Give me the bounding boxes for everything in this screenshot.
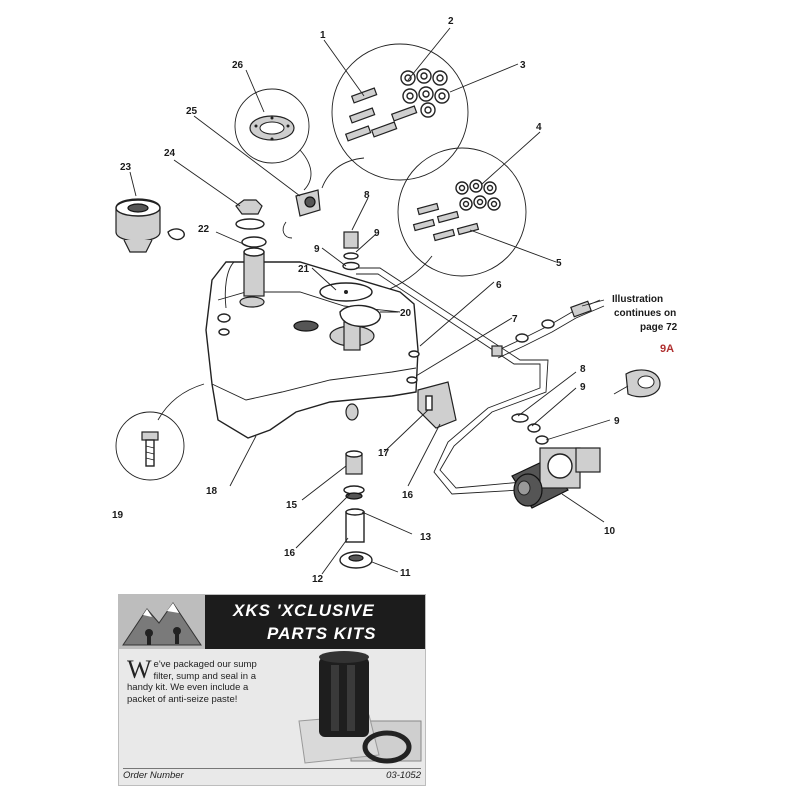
arrow-gasket-to-tank — [299, 149, 312, 191]
cap-part-24 — [235, 199, 265, 230]
callout-20: 20 — [400, 308, 412, 319]
callout-23: 23 — [120, 162, 132, 173]
detail-circle-bolts-washers — [331, 43, 469, 181]
callout-10: 10 — [604, 526, 616, 537]
breather-cap-part-23 — [115, 198, 185, 253]
callout-13: 13 — [420, 532, 432, 543]
filler-neck-part-22 — [224, 236, 267, 309]
order-number-label: Order Number — [123, 770, 184, 781]
callout-16-right: 16 — [402, 490, 414, 501]
arrow-bolt-to-tank — [157, 383, 205, 421]
promo-logo-image — [119, 595, 205, 649]
promo-title-line2: PARTS KITS — [267, 624, 377, 643]
arrow-bolts-to-tank — [321, 157, 365, 189]
callout-17: 17 — [378, 448, 390, 459]
continuation-note-line3: page 72 — [640, 322, 678, 333]
detail-circle-small-bolts — [397, 147, 527, 277]
callout-22: 22 — [198, 224, 210, 235]
clip-part-9A — [613, 369, 661, 398]
callout-18: 18 — [206, 486, 218, 497]
fuel-pump-part-10 — [511, 447, 601, 509]
leader-lines — [129, 27, 611, 575]
callout-21: 21 — [298, 264, 310, 275]
callout-3: 3 — [520, 60, 526, 71]
callout-9A: 9A — [660, 343, 674, 355]
callout-9-far-right: 9 — [614, 416, 620, 427]
callout-4: 4 — [536, 122, 542, 133]
promo-dropcap: W — [127, 655, 152, 684]
callout-9-right: 9 — [580, 382, 586, 393]
tank-part-18 — [205, 261, 420, 439]
callout-1: 1 — [320, 30, 326, 41]
bolts-part-1 — [344, 87, 418, 142]
bolts-part-5 — [412, 202, 480, 242]
callout-12: 12 — [312, 574, 324, 585]
sump-filter-kit-image — [298, 651, 422, 764]
callout-9-top-right: 9 — [374, 228, 380, 239]
washers-part-4 — [455, 179, 501, 211]
callout-8-top: 8 — [364, 190, 370, 201]
callout-24: 24 — [164, 148, 176, 159]
filter-stack — [339, 450, 373, 569]
callout-6: 6 — [496, 280, 502, 291]
washers-part-2 — [400, 68, 450, 118]
bolt-part-19 — [115, 411, 185, 481]
fuel-pipe-assembly — [356, 267, 605, 495]
continuation-note-line1: Illustration — [612, 294, 663, 305]
union-part-8 — [342, 231, 360, 271]
plate-part-21 — [319, 282, 373, 302]
sender-part-25 — [282, 189, 321, 239]
callout-15: 15 — [286, 500, 298, 511]
callout-9-top-left: 9 — [314, 244, 320, 255]
promo-body-text: e've packaged our sump filter, sump and … — [127, 659, 257, 705]
callout-16-bottom: 16 — [284, 548, 296, 559]
continuation-note-line2: continues on — [614, 308, 676, 319]
order-number-value: 03-1052 — [386, 770, 421, 781]
callout-26: 26 — [232, 60, 244, 71]
detail-circle-gasket — [234, 88, 310, 164]
callout-7: 7 — [512, 314, 518, 325]
promo-footer: Order Number 03-1052 — [123, 768, 421, 783]
callout-25: 25 — [186, 106, 198, 117]
promo-title-line1: XKS 'XCLUSIVE — [233, 601, 375, 620]
gasket-part-20 — [339, 304, 381, 328]
promo-header: XKS 'XCLUSIVE PARTS KITS — [119, 595, 425, 649]
callout-8-right: 8 — [580, 364, 586, 375]
mountain-logo-icon — [119, 595, 205, 649]
callout-11: 11 — [400, 568, 411, 579]
callout-5: 5 — [556, 258, 562, 269]
callout-2: 2 — [448, 16, 454, 27]
gasket-part-26 — [249, 115, 295, 141]
callout-19: 19 — [112, 510, 124, 521]
pump-fittings — [511, 413, 549, 445]
bracket-part-17 — [417, 381, 457, 429]
